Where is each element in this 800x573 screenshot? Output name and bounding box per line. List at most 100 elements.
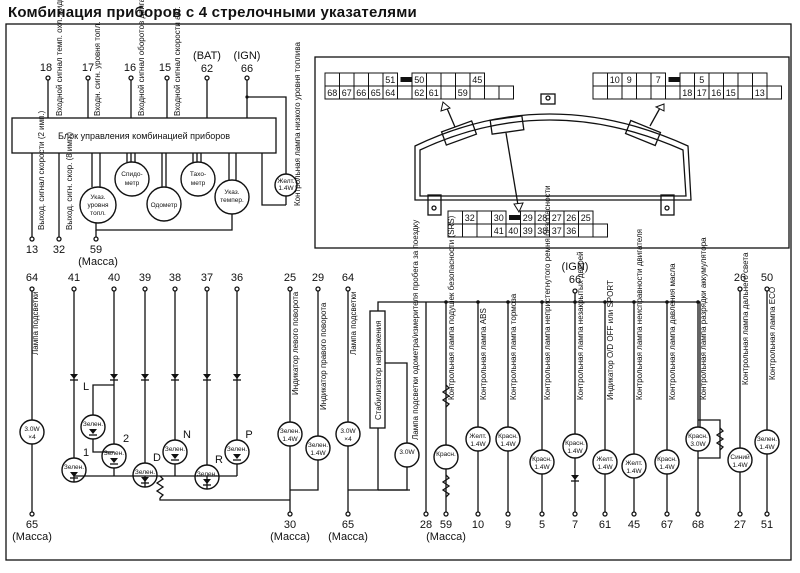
diode-icon: [110, 458, 118, 463]
circuit-label: Контрольная лампа ABS: [479, 308, 488, 400]
pin-terminal: [204, 286, 210, 292]
warning-lamp-10-rating: 1.4W: [470, 441, 486, 448]
pin-terminal: [172, 286, 178, 292]
right-conn-pin-label: 5: [699, 75, 704, 85]
bottom-conn-pin-label: 40: [508, 226, 518, 236]
outer-frame: [5, 23, 792, 561]
pin-62: (BAT)62: [193, 50, 221, 118]
left-conn-cell: [498, 85, 514, 100]
left-turn-lamp-label: Зелен.: [280, 428, 300, 435]
right-conn-pin-label: 17: [697, 88, 707, 98]
bottom-conn-pin-label: 25: [581, 213, 591, 223]
resistor: [441, 474, 451, 498]
pin-sub-label: (Масса): [328, 531, 368, 543]
gear-tag: R: [215, 454, 223, 466]
svg-text:62: 62: [201, 63, 213, 75]
backlight-lamp-2-rating: ×4: [344, 436, 352, 443]
right-conn-pin-label: 13: [755, 88, 765, 98]
left-conn-pin-label: 51: [385, 75, 395, 85]
bottom-conn-pin-label: 41: [494, 226, 504, 236]
circuit-label: Лампа подсветки: [349, 292, 358, 355]
pin-terminal: [29, 286, 35, 292]
circuit-label: Индикатор O/D OFF или SPORT: [606, 280, 615, 400]
warning-lamp-7-label: Красн.: [565, 440, 585, 447]
circuit-label: Контрольная лампа разрядки аккумулятора: [699, 237, 708, 400]
left-conn-cell: [440, 72, 456, 87]
bottom-conn-pin-label: 29: [523, 213, 533, 223]
pin-number: 64: [342, 272, 354, 284]
pin-terminal: [695, 511, 701, 517]
gear-lamp-L-label: Зелен.: [83, 421, 103, 428]
pin-number: 68: [692, 519, 704, 531]
right-conn-pin-label: 16: [711, 88, 721, 98]
left-conn-cell: [339, 72, 355, 87]
pin-number: 61: [599, 519, 611, 531]
circuit-label: Контрольная лампа тормоза: [509, 293, 518, 400]
cluster-housing: [414, 93, 692, 216]
gear-tag: D: [153, 452, 161, 464]
bottom-conn-pin-label: 28: [537, 213, 547, 223]
low-fuel-lamp: Желт. 1.4W Контрольная лампа низкого уро…: [261, 42, 302, 206]
svg-text:темпер.: темпер.: [220, 197, 244, 204]
pin-number: 27: [734, 519, 746, 531]
right-conn-cell: [723, 72, 739, 87]
svg-text:Выход. сигнал скорости (2 имп.: Выход. сигнал скорости (2 имп.): [37, 110, 46, 230]
left-conn-cell: [353, 72, 369, 87]
svg-text:15: 15: [159, 62, 171, 74]
pin-15: 15 Входной сигнал скорости авт.: [159, 6, 182, 118]
pin-terminal: [475, 511, 481, 517]
pin-terminal: [111, 286, 117, 292]
bottom-conn-cell: [578, 223, 594, 238]
fuel-gauge: [79, 186, 117, 224]
speedometer: [114, 161, 150, 197]
gear-lamp-P-label: Зелен.: [227, 446, 247, 453]
svg-text:топл.: топл.: [90, 210, 106, 217]
warning-lamp-45-label: Желт.: [625, 460, 642, 467]
right-conn-cell: [737, 72, 753, 87]
gear-lamp-N-label: Зелен.: [165, 446, 185, 453]
resistor: [155, 475, 165, 499]
right-conn-pin-label: 15: [726, 88, 736, 98]
gear-lamp-D-label: Зелен.: [135, 469, 155, 476]
bottom-conn-cell: [476, 210, 492, 225]
warning-lamp-68-label: Красн.: [688, 433, 708, 440]
circuit-label: Контрольная лампа ECO: [768, 287, 777, 380]
right-conn-cell: [592, 72, 608, 87]
svg-text:(IGN): (IGN): [234, 50, 261, 62]
right-conn-cell: [621, 85, 637, 100]
right-conn-cell: [679, 72, 695, 87]
top-pins: 18 Входной сигнал темп. охл. жидк. 17 Вх…: [40, 0, 287, 175]
eco-lamp-label: Зелен.: [757, 436, 777, 443]
right-conn-pin-label: 9: [627, 75, 632, 85]
high-beam-lamp-rating: 1.4W: [732, 462, 748, 469]
control-unit-box: [11, 117, 277, 154]
gear-lamp-R-label: Зелен.: [197, 471, 217, 478]
left-conn-cell: [324, 72, 340, 87]
pin-number: 38: [169, 272, 181, 284]
diode-icon: [233, 454, 241, 459]
bottom-conn-pin-label: 26: [566, 213, 576, 223]
warning-lamp-67-label: Красн.: [657, 456, 677, 463]
pin-sub-label: (Масса): [270, 531, 310, 543]
right-conn-cell: [752, 72, 768, 87]
circuit-label: Контрольная лампа давления масла: [668, 263, 677, 400]
pin-terminal: [71, 286, 77, 292]
circuit-label: Стабилизатор напряжения: [374, 320, 383, 420]
svg-text:метр: метр: [125, 180, 140, 187]
svg-text:(Масса): (Масса): [78, 256, 118, 268]
circuit-label: Контрольная лампа непристегнутого ремня …: [543, 185, 552, 400]
warning-lamp-61-rating: 1.4W: [597, 464, 613, 471]
gear-tag: 1: [83, 447, 89, 459]
svg-text:Входн. сигн. уровня топл.: Входн. сигн. уровня топл.: [93, 22, 102, 117]
ign-bus: [377, 301, 701, 432]
pin-16: 16 Входной сигнал оборотов двигателя: [124, 0, 146, 118]
pin-terminal: [29, 511, 35, 517]
svg-text:18: 18: [40, 62, 52, 74]
control-unit-label: Блок управления комбинацией приборов: [58, 131, 230, 141]
pin-sub-label: (Масса): [12, 531, 52, 543]
